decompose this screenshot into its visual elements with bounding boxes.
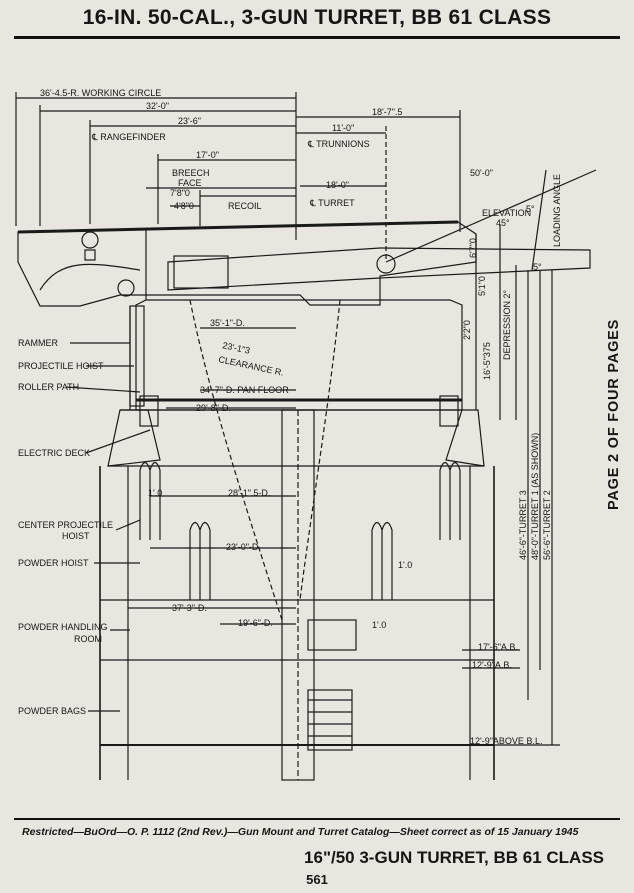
- dim-12-9-bl: 12'-9"ABOVE B.L.: [470, 736, 542, 746]
- dim-28-1: 28'-1".5-D.: [228, 488, 270, 498]
- dim-7-8: 7'8"0: [170, 188, 190, 198]
- dim-trunnions: ℄ TRUNNIONS: [307, 139, 370, 149]
- page-number: 561: [306, 872, 328, 887]
- dim-11: 11'-0": [332, 123, 354, 133]
- left-barbette-wall: [107, 409, 161, 467]
- trunnion-circle: [376, 254, 396, 274]
- gun-barrel: [167, 247, 591, 291]
- dim-19-6: 19'-6"-D.: [238, 618, 273, 628]
- label-powder-handling-room-2: ROOM: [74, 634, 102, 644]
- dim-1-0-c: 1'.0: [372, 620, 386, 630]
- page-title: 16-IN. 50-CAL., 3-GUN TURRET, BB 61 CLAS…: [82, 6, 552, 29]
- dim-17-6-ab: 17'-6"A.B.: [478, 642, 518, 652]
- dim-16-5: 16'-5"375: [482, 342, 492, 380]
- dim-clearance: CLEARANCE R.: [218, 354, 285, 378]
- label-rammer: RAMMER: [18, 338, 58, 348]
- label-center-projectile-hoist-2: HOIST: [62, 531, 90, 541]
- dim-turret-1: 48'-0"-TURRET 1 (AS SHOWN): [530, 433, 540, 560]
- dim-35-1: 35'-1"-D.: [210, 318, 245, 328]
- label-powder-hoist: POWDER HOIST: [18, 558, 89, 568]
- label-center-projectile-hoist-1: CENTER PROJECTILE: [18, 520, 113, 530]
- dim-elevation: ELEVATION: [482, 208, 531, 218]
- footer-rule: [14, 818, 620, 820]
- page-side-label: PAGE 2 OF FOUR PAGES: [606, 318, 622, 510]
- dim-4-8: 4'8"0: [174, 201, 194, 211]
- label-powder-bags: POWDER BAGS: [18, 706, 86, 716]
- dim-50: 50'-0": [470, 168, 493, 178]
- dim-6-7: 6'7"0: [468, 238, 478, 258]
- label-projectile-hoist: PROJECTILE HOIST: [18, 361, 104, 371]
- dim-18-7: 18'-7".5: [372, 107, 402, 117]
- dim-23-6: 23'-6": [178, 116, 201, 126]
- dim-turret-2: 56'-6"-TURRET 2: [542, 490, 552, 560]
- label-powder-handling-room-1: POWDER HANDLING: [18, 622, 108, 632]
- dim-breech-1: BREECH: [172, 168, 210, 178]
- label-roller-path: ROLLER PATH: [18, 382, 79, 392]
- dim-breech-2: FACE: [178, 178, 202, 188]
- dim-elev-deg: 45°: [496, 218, 510, 228]
- dim-37-3: 37'-3"-D.: [172, 603, 207, 613]
- dim-5-1: 5'1"0: [477, 276, 487, 296]
- dim-turret: ℄ TURRET: [309, 198, 355, 208]
- dim-23-0: 23'-0"-D.: [226, 542, 261, 552]
- dim-29-8: 29'-8"-D.: [196, 403, 231, 413]
- dim-turret-3: 46'-6"-TURRET 3: [518, 490, 528, 560]
- footer-title: 16"/50 3-GUN TURRET, BB 61 CLASS: [304, 848, 604, 867]
- powder-bag-stack: [307, 689, 353, 751]
- dim-pan-floor: 34'-7"-D. PAN FLOOR: [200, 385, 289, 395]
- dim-depression: DEPRESSION 2°: [502, 289, 512, 360]
- footer-note: Restricted—BuOrd—O. P. 1112 (2nd Rev.)—G…: [22, 826, 579, 838]
- dim-32: 32'-0": [146, 101, 169, 111]
- dim-17: 17'-0": [196, 150, 219, 160]
- breech-block: [173, 255, 229, 289]
- dim-five-deg: 5°: [533, 262, 542, 272]
- dim-1-0-a: 1'.0: [148, 488, 162, 498]
- right-barbette-wall: [445, 409, 485, 467]
- dim-23-1: 23'-1"3: [222, 340, 251, 356]
- dim-loading-angle: LOADING ANGLE: [552, 174, 562, 247]
- dim-1-0-b: 1'.0: [398, 560, 412, 570]
- dim-2-2: 2'2"0: [462, 320, 472, 340]
- dim-5deg: 5°: [526, 204, 535, 214]
- barbette-top: [135, 299, 463, 411]
- dim-18: 18'-0": [326, 180, 349, 190]
- title-rule: [14, 36, 620, 39]
- dim-12-9-ab: 12'-9"A.B.: [472, 660, 512, 670]
- dim-rangefinder: ℄ RANGEFINDER: [91, 132, 166, 142]
- dim-recoil: RECOIL: [228, 201, 262, 211]
- dim-working-circle: 36'-4.5-R. WORKING CIRCLE: [40, 88, 161, 98]
- dim-line-50: [385, 169, 597, 263]
- label-electric-deck: ELECTRIC DECK: [18, 448, 90, 458]
